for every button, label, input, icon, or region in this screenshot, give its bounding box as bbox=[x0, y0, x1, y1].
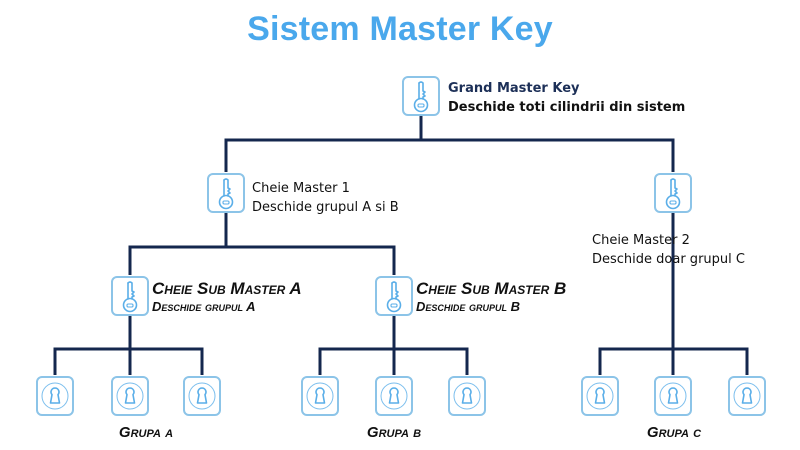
key-icon bbox=[386, 281, 402, 313]
keyhole-lock-icon bbox=[306, 382, 334, 410]
cylinder-b-2 bbox=[375, 376, 413, 416]
grand-master-node bbox=[402, 76, 440, 116]
sub-master-b-name: Cheie Sub Master B bbox=[416, 279, 567, 298]
group-b-label: Grupa b bbox=[366, 424, 422, 441]
key-icon bbox=[218, 178, 234, 210]
cylinder-b-3 bbox=[448, 376, 486, 416]
sub-master-b-description: Deschide grupul B bbox=[416, 299, 521, 314]
cylinder-a-1 bbox=[36, 376, 74, 416]
sub-master-a-label: Cheie Sub Master A Deschide grupul A bbox=[152, 279, 302, 315]
master-1-node bbox=[207, 173, 245, 213]
connector-m1-branch bbox=[128, 245, 396, 275]
diagram-title: Sistem Master Key bbox=[247, 10, 553, 48]
master-2-name: Cheie Master 2 bbox=[592, 233, 690, 248]
grand-master-description: Deschide toti cilindrii din sistem bbox=[448, 100, 686, 115]
master-2-label: Cheie Master 2 Deschide doar grupul C bbox=[592, 231, 745, 269]
master-1-label: Cheie Master 1 Deschide grupul A si B bbox=[252, 179, 399, 217]
sub-master-a-description: Deschide grupul A bbox=[152, 299, 256, 314]
cylinder-c-3 bbox=[728, 376, 766, 416]
keyhole-lock-icon bbox=[659, 382, 687, 410]
grand-master-name: Grand Master Key bbox=[448, 81, 580, 96]
master-1-description: Deschide grupul A si B bbox=[252, 200, 399, 215]
cylinder-a-3 bbox=[183, 376, 221, 416]
cylinder-c-1 bbox=[581, 376, 619, 416]
keyhole-lock-icon bbox=[188, 382, 216, 410]
cylinder-b-1 bbox=[301, 376, 339, 416]
cylinder-c-2 bbox=[654, 376, 692, 416]
connector-gm-branch bbox=[224, 138, 675, 172]
cylinder-a-2 bbox=[111, 376, 149, 416]
sub-master-a-name: Cheie Sub Master A bbox=[152, 279, 302, 298]
keyhole-lock-icon bbox=[733, 382, 761, 410]
master-1-name: Cheie Master 1 bbox=[252, 181, 350, 196]
key-icon bbox=[413, 81, 429, 113]
sub-master-a-node bbox=[111, 276, 149, 316]
grand-master-label: Grand Master Key Deschide toti cilindrii… bbox=[448, 79, 685, 117]
keyhole-lock-icon bbox=[41, 382, 69, 410]
keyhole-lock-icon bbox=[453, 382, 481, 410]
sub-master-b-label: Cheie Sub Master B Deschide grupul B bbox=[416, 279, 566, 315]
keyhole-lock-icon bbox=[116, 382, 144, 410]
master-2-description: Deschide doar grupul C bbox=[592, 252, 745, 267]
keyhole-lock-icon bbox=[586, 382, 614, 410]
key-icon bbox=[665, 178, 681, 210]
sub-master-b-node bbox=[375, 276, 413, 316]
key-icon bbox=[122, 281, 138, 313]
keyhole-lock-icon bbox=[380, 382, 408, 410]
group-a-label: Grupa a bbox=[118, 424, 174, 441]
group-c-label: Grupa c bbox=[646, 424, 702, 441]
master-2-node bbox=[654, 173, 692, 213]
